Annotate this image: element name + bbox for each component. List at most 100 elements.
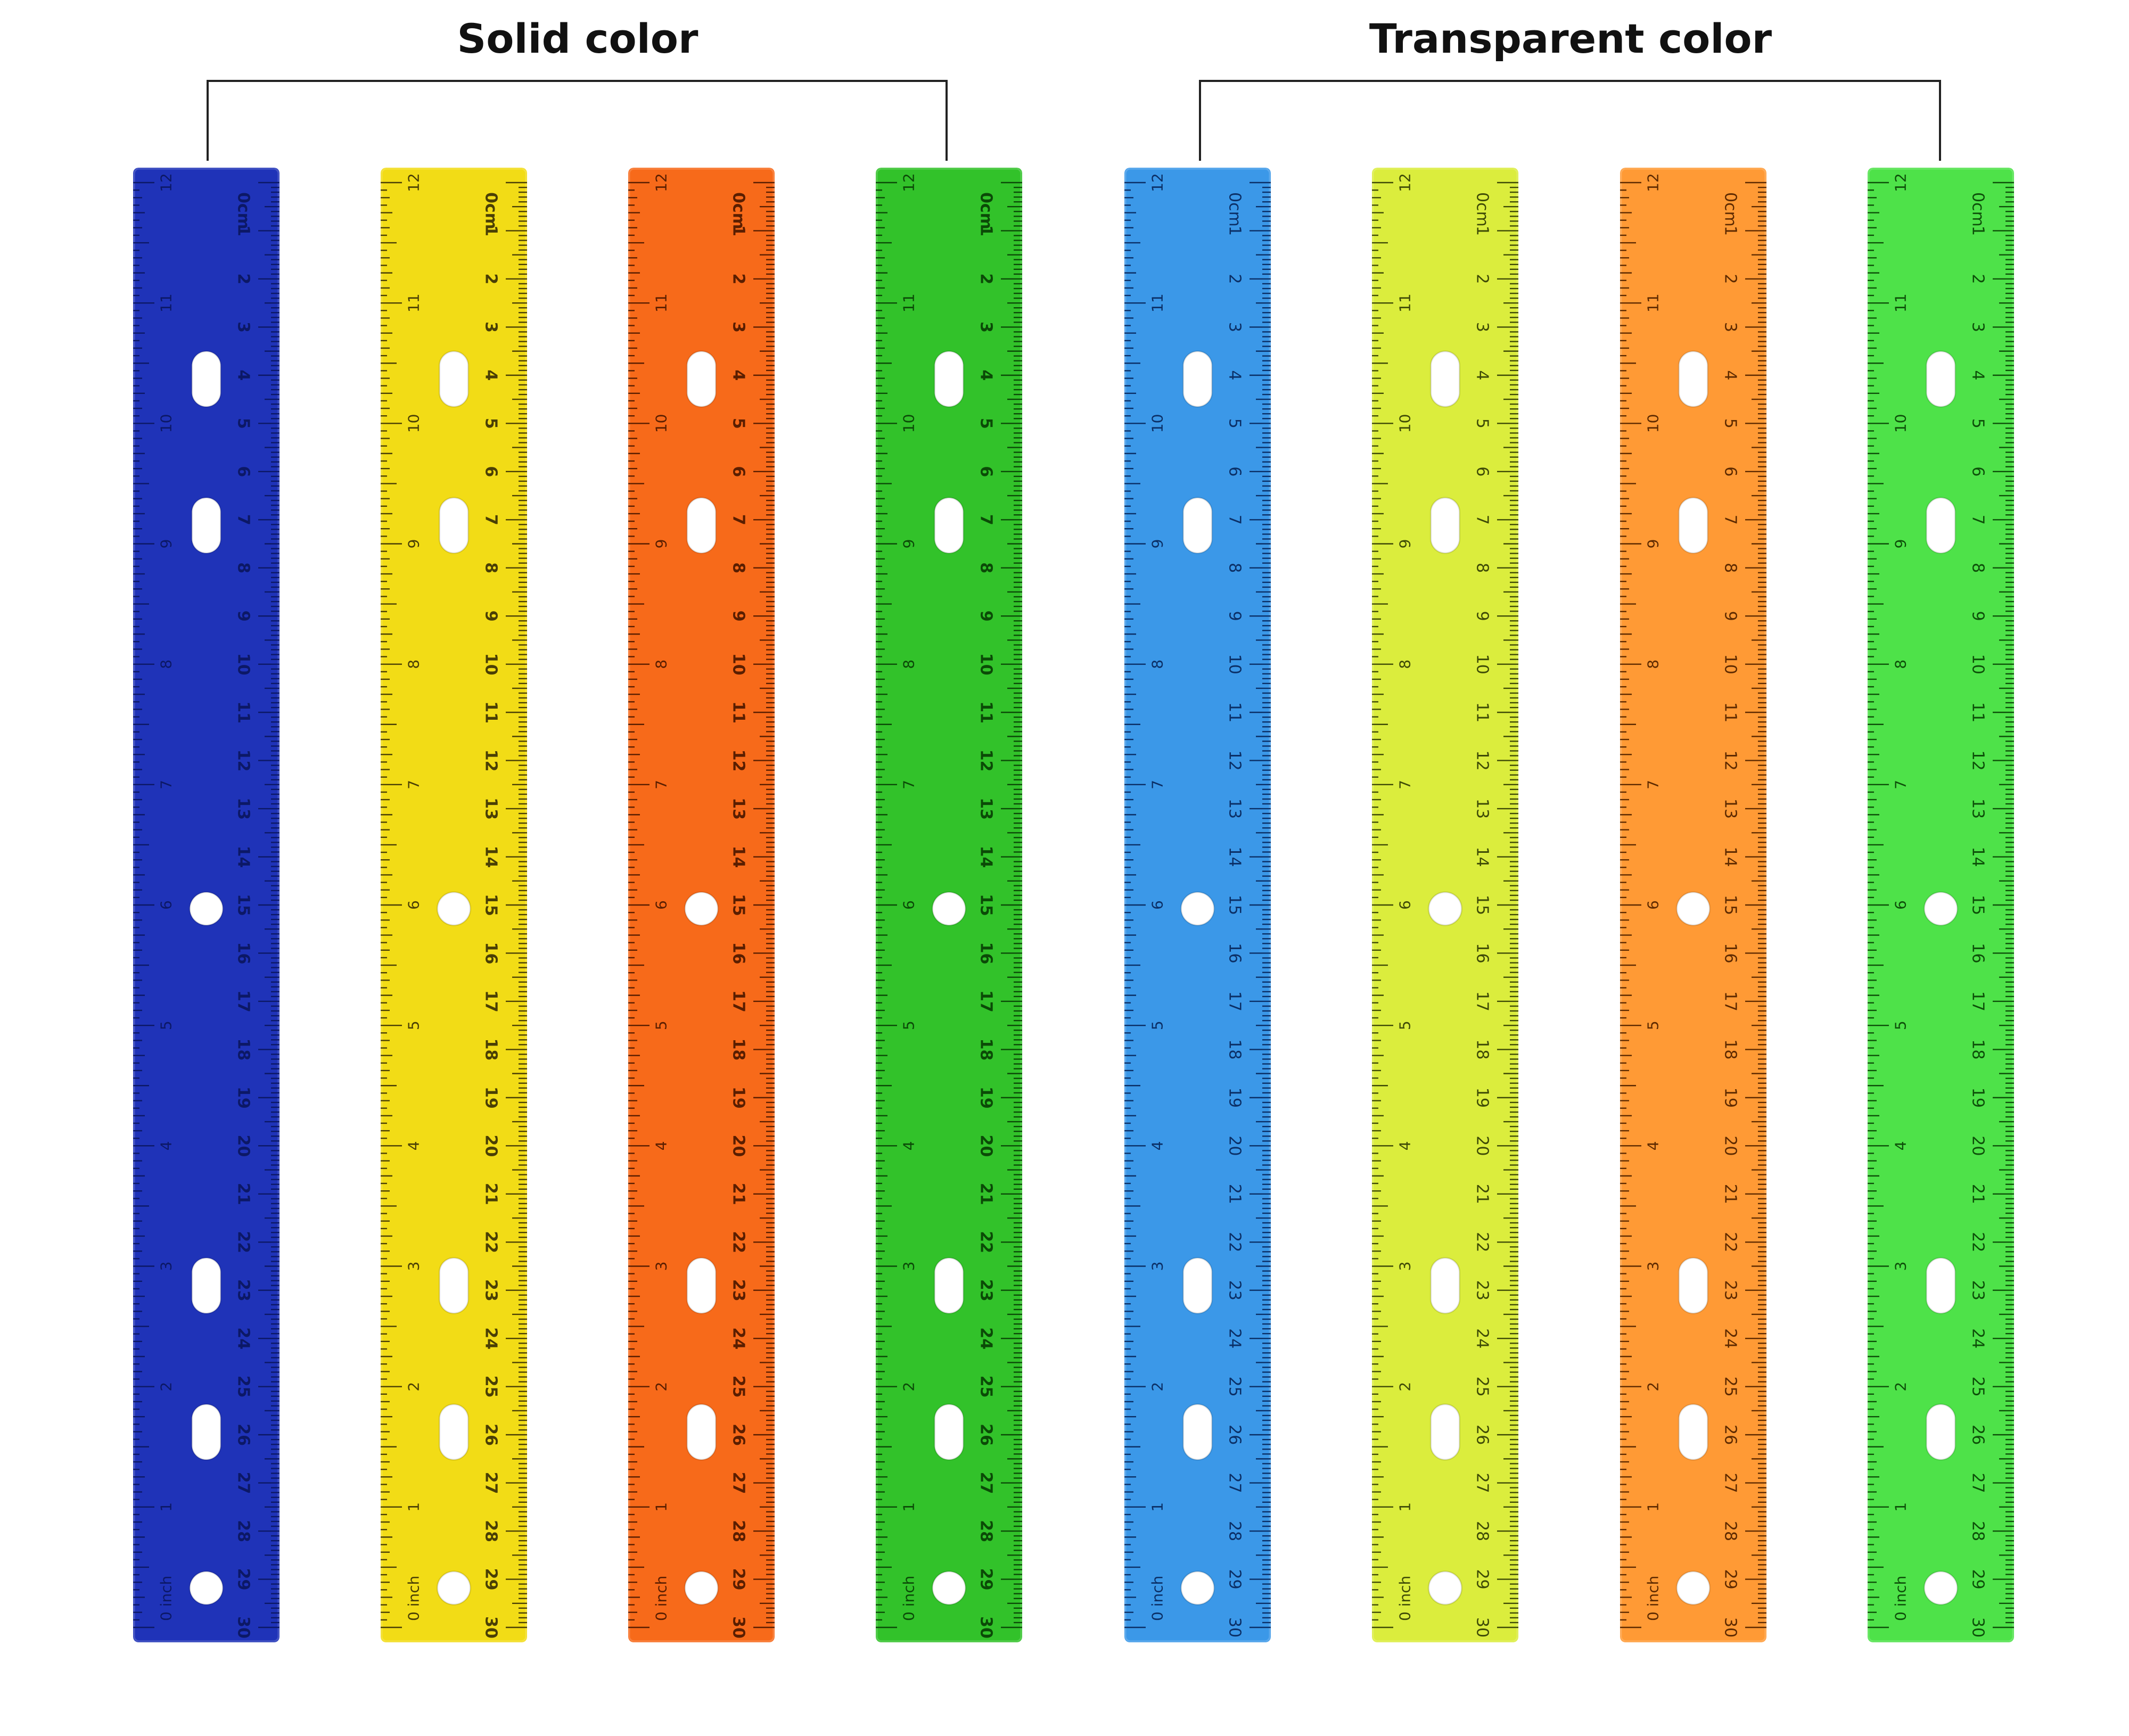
inch-number: 5 [405, 1021, 423, 1030]
cm-number: 8 [729, 562, 748, 573]
inch-number: 3 [1892, 1262, 1910, 1271]
inch-number: 5 [653, 1021, 670, 1030]
inch-number: 10 [1892, 414, 1910, 433]
cm-number: 29 [234, 1568, 253, 1591]
inch-number: 1 [158, 1502, 175, 1512]
inch-number: 9 [1645, 539, 1662, 549]
inch-number: 12 [158, 173, 175, 192]
cm-number: 25 [1473, 1377, 1492, 1397]
cm-number: 24 [977, 1327, 996, 1350]
cm-number: 26 [1969, 1425, 1987, 1445]
cm-number: 16 [1969, 943, 1987, 963]
cm-zero-label: 0cm [234, 192, 253, 229]
inch-number: 9 [900, 539, 918, 549]
cm-number: 24 [234, 1327, 253, 1350]
cm-number: 17 [1473, 991, 1492, 1011]
cm-number: 5 [977, 418, 996, 429]
ruler-slot-hole [1679, 351, 1708, 407]
inch-number: 9 [405, 539, 423, 549]
ruler-round-hole [190, 1572, 223, 1605]
cm-number: 8 [1473, 563, 1492, 573]
cm-number: 29 [977, 1568, 996, 1591]
cm-number: 15 [1473, 895, 1492, 915]
cm-number: 1 [1226, 226, 1244, 236]
cm-number: 1 [1969, 226, 1987, 236]
ruler-hole-rim [1430, 497, 1460, 554]
ruler-hole-rim [1180, 891, 1215, 926]
inch-number: 11 [1645, 293, 1662, 312]
cm-number: 3 [234, 322, 253, 333]
cm-number: 21 [1226, 1184, 1244, 1204]
cm-number: 27 [482, 1472, 500, 1494]
cm-number: 7 [1969, 515, 1987, 525]
cm-number: 14 [1226, 846, 1244, 867]
inch-number: 2 [1149, 1382, 1166, 1392]
cm-number: 17 [482, 990, 500, 1013]
inch-number: 4 [653, 1141, 670, 1150]
inch-number: 11 [1149, 293, 1166, 312]
ruler-slot-hole [1926, 498, 1955, 553]
cm-number: 12 [1721, 751, 1740, 771]
ruler-hole-rim [1676, 891, 1711, 926]
inch-number: 5 [1396, 1021, 1414, 1030]
ruler-hole-rim [1182, 1257, 1213, 1314]
cm-number: 5 [1969, 418, 1987, 429]
cm-number: 16 [482, 942, 500, 965]
cm-number: 14 [729, 846, 748, 868]
cm-number: 28 [482, 1520, 500, 1542]
cm-number: 5 [1721, 418, 1740, 429]
ruler-hole-rim [1926, 350, 1956, 408]
cm-number: 11 [1969, 702, 1987, 722]
ruler-round-hole [190, 892, 223, 925]
inch-number: 11 [405, 293, 423, 312]
ruler-hole-rim [437, 891, 471, 926]
cm-number: 15 [977, 894, 996, 916]
inch-number: 8 [158, 660, 175, 669]
inch-number: 3 [900, 1262, 918, 1271]
cm-number: 2 [482, 273, 500, 284]
ruler-hole-rim [932, 1570, 966, 1606]
ruler-round-hole [1924, 1572, 1958, 1605]
cm-number: 27 [977, 1472, 996, 1494]
cm-number: 1 [1721, 226, 1740, 236]
ruler-slot-hole [439, 498, 468, 553]
cm-number: 9 [1473, 611, 1492, 621]
ruler-hole-rim [934, 1257, 964, 1314]
inch-number: 7 [1892, 780, 1910, 789]
cm-number: 20 [1969, 1136, 1987, 1156]
cm-number: 20 [729, 1134, 748, 1157]
inch-number: 7 [1645, 780, 1662, 789]
cm-number: 30 [482, 1616, 500, 1639]
solid-color-bracket [207, 80, 948, 161]
cm-number: 29 [1473, 1569, 1492, 1589]
cm-number: 21 [729, 1183, 748, 1205]
cm-number: 17 [1226, 991, 1244, 1011]
cm-number: 26 [729, 1424, 748, 1446]
ruler-slot-hole [1679, 1258, 1708, 1313]
cm-number: 6 [1969, 466, 1987, 476]
cm-number: 4 [977, 369, 996, 381]
cm-number: 24 [729, 1327, 748, 1350]
cm-zero-label: 0cm [1721, 192, 1740, 227]
cm-number: 8 [1226, 563, 1244, 573]
cm-zero-label: 0cm [729, 192, 748, 229]
inch-number: 9 [653, 539, 670, 549]
ruler-hole-rim [1678, 1257, 1708, 1314]
cm-number: 12 [977, 750, 996, 772]
cm-number: 2 [1721, 274, 1740, 284]
cm-number: 1 [234, 225, 253, 236]
inch-number: 6 [1892, 900, 1910, 910]
cm-number: 28 [977, 1520, 996, 1542]
inch-number: 5 [900, 1021, 918, 1030]
cm-number: 26 [1721, 1425, 1740, 1445]
ruler-hole-rim [934, 1403, 964, 1461]
ruler-round-hole [932, 892, 966, 925]
cm-number: 30 [977, 1616, 996, 1639]
cm-number: 27 [1226, 1473, 1244, 1493]
cm-number: 10 [1226, 654, 1244, 674]
ruler-slot-hole [439, 351, 468, 407]
ruler-slot-hole [934, 351, 964, 407]
inch-number: 2 [900, 1382, 918, 1392]
inch-number: 12 [900, 173, 918, 192]
